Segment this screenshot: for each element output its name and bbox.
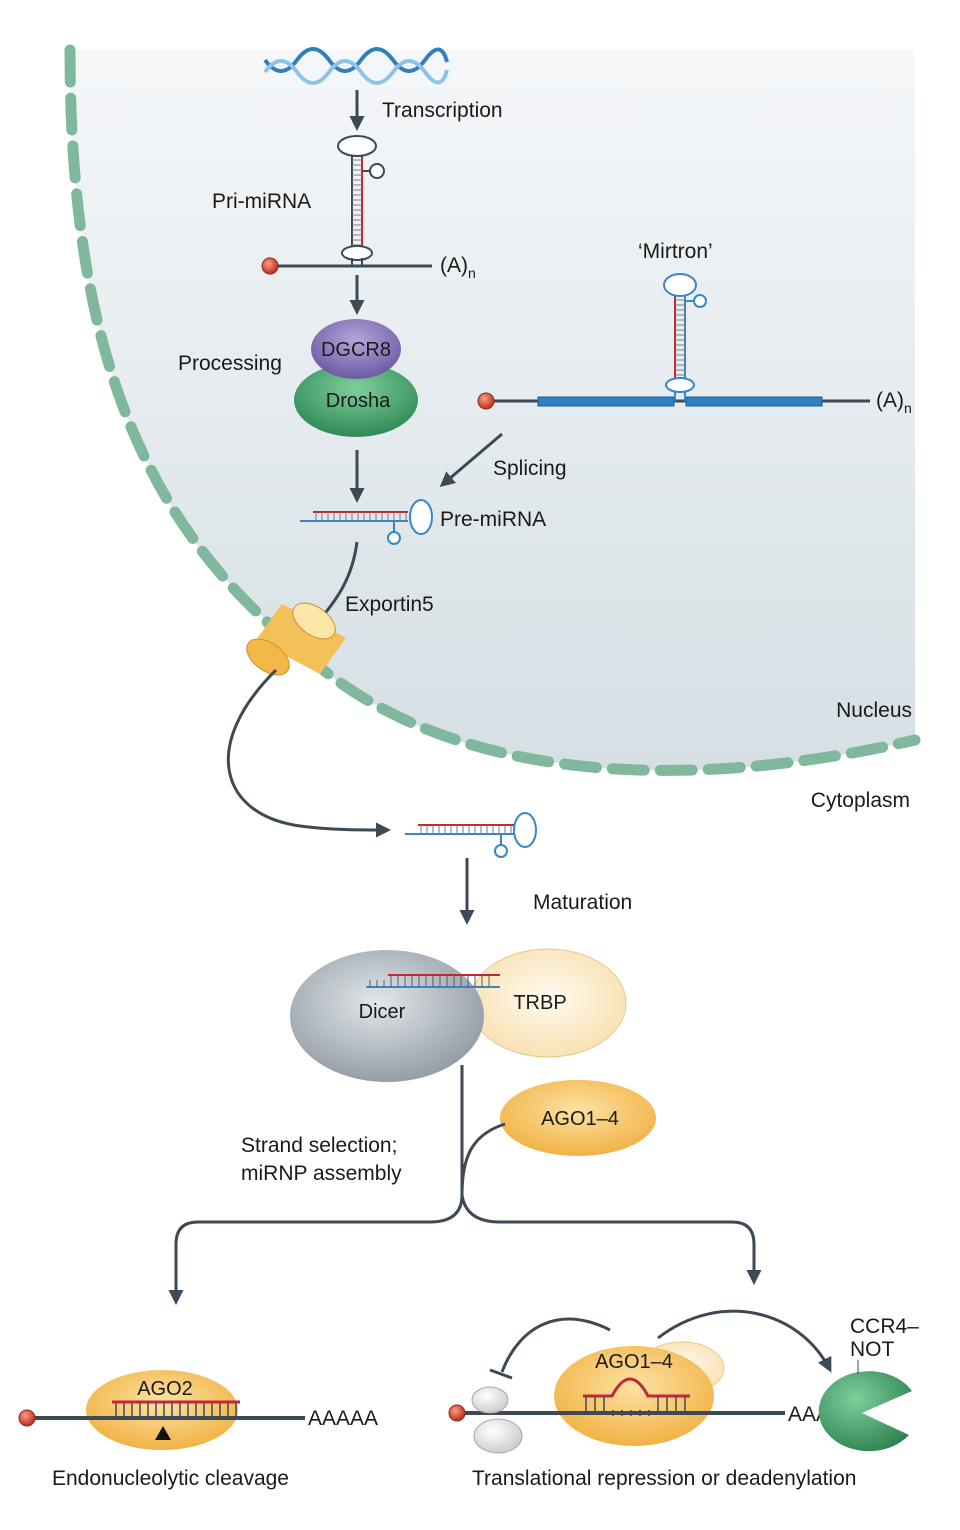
mirtron-hairpin — [663, 273, 707, 393]
mirtron-poly-a-label: (A)n — [876, 389, 912, 416]
ribosome-large-subunit — [471, 1386, 509, 1414]
drosha-protein — [294, 363, 418, 437]
cap-icon — [477, 392, 495, 410]
processing-label: Processing — [178, 352, 282, 375]
mirna-bulge — [583, 1377, 690, 1398]
endonucleolytic-cleavage-label: Endonucleolytic cleavage — [52, 1467, 289, 1490]
splicing-arrow — [439, 432, 503, 487]
ago1-4-bottom-protein — [554, 1346, 714, 1446]
dgcr8-label: DGCR8 — [321, 339, 391, 361]
nucleus-label: Nucleus — [836, 699, 912, 722]
pre-mirna-label: Pre-miRNA — [440, 508, 546, 531]
ago1-4-protein — [500, 1080, 656, 1156]
trbp-label: TRBP — [513, 992, 566, 1014]
repression-inhibition-arrow — [500, 1317, 611, 1373]
cap-icon — [18, 1409, 36, 1427]
ago1-4-label: AGO1–4 — [541, 1108, 619, 1130]
pre-mirna-hairpin — [300, 499, 433, 545]
exportin5-channel — [246, 602, 346, 676]
nucleus-region — [70, 50, 915, 771]
strand-selection-label-line2: miRNP assembly — [241, 1162, 402, 1185]
ago-join-path — [460, 1122, 506, 1196]
ccr4-not-label-line2: NOT — [850, 1338, 895, 1361]
strand-selection-label-line1: Strand selection; — [241, 1134, 397, 1157]
dicer-label: Dicer — [359, 1001, 406, 1023]
dgcr8-protein — [311, 319, 401, 379]
poly-a-label: (A)n — [440, 254, 476, 281]
pri-mirna-label: Pri-miRNA — [212, 190, 311, 213]
exportin5-label: Exportin5 — [345, 593, 434, 616]
cap-icon — [448, 1404, 466, 1422]
branch-path-left — [168, 1065, 464, 1305]
mirtron-label: ‘Mirtron’ — [638, 240, 713, 263]
transcription-label: Transcription — [382, 99, 503, 122]
ago1-4-bottom-label: AGO1–4 — [595, 1351, 673, 1373]
cleavage-site-icon — [155, 1426, 171, 1440]
dna-helix-icon — [263, 47, 449, 85]
aaaaa-label: AAAAA — [308, 1407, 378, 1430]
ribosome-small-subunit — [473, 1418, 523, 1454]
exon-1 — [537, 396, 675, 407]
splicing-label: Splicing — [493, 457, 567, 480]
ccr4-not-complex — [818, 1371, 912, 1452]
cytoplasmic-pre-mirna — [405, 812, 537, 858]
ccr4-not-label-line1: CCR4– — [850, 1315, 919, 1338]
branch-path-right — [460, 1194, 762, 1285]
pri-mirna-hairpin — [337, 135, 385, 261]
ago2-label: AGO2 — [137, 1378, 193, 1400]
maturation-label: Maturation — [533, 891, 632, 914]
exon-2 — [685, 396, 823, 407]
dicer-bound-rna — [366, 974, 500, 988]
ago2-protein — [86, 1370, 238, 1450]
translational-repression-label: Translational repression or deadenylatio… — [472, 1467, 856, 1490]
cap-icon — [261, 257, 279, 275]
export-path-outer — [226, 668, 391, 838]
drosha-label: Drosha — [326, 390, 391, 412]
dicer-protein — [290, 950, 484, 1082]
deadenylation-recruit-arrow — [657, 1309, 832, 1373]
cytoplasm-label: Cytoplasm — [811, 789, 910, 812]
